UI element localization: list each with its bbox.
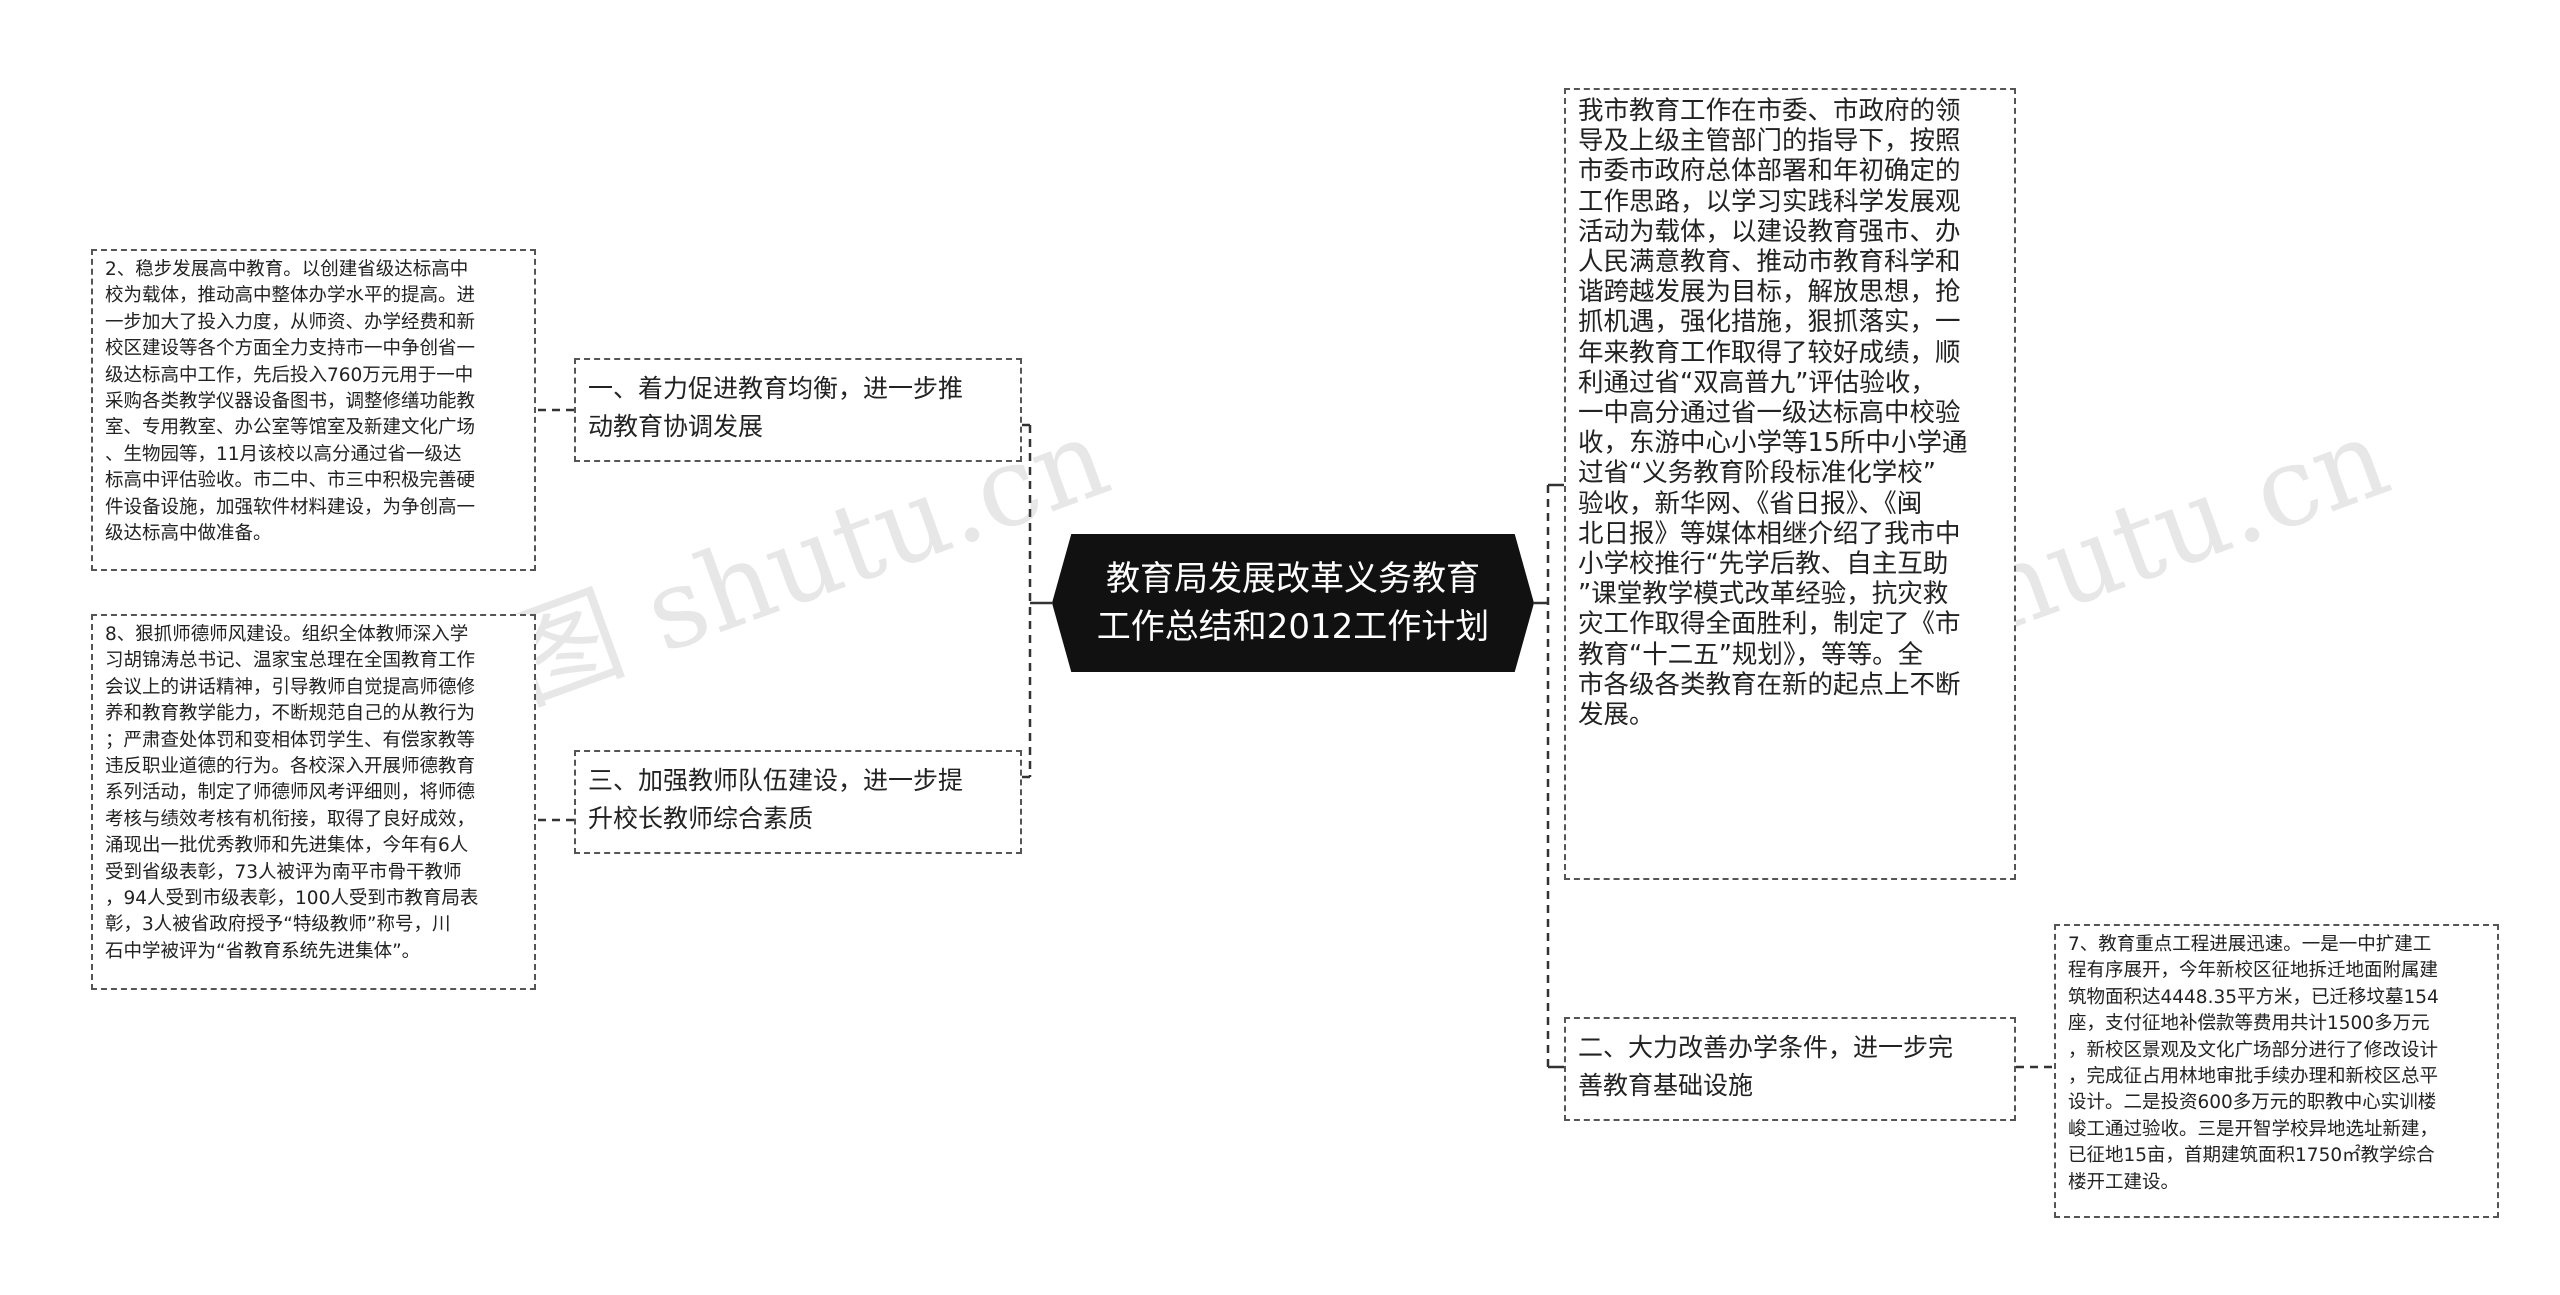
leaf-node-senior-high[interactable]: 2、稳步发展高中教育。以创建省级达标高中 校为载体，推动高中整体办学水平的提高。… <box>91 249 536 571</box>
branch-node-facilities[interactable]: 二、大力改善办学条件，进一步完 善教育基础设施 <box>1564 1017 2016 1121</box>
root-node[interactable]: 教育局发展改革义务教育 工作总结和2012工作计划 <box>1052 534 1534 672</box>
leaf-node-key-projects[interactable]: 7、教育重点工程进展迅速。一是一中扩建工 程有序展开，今年新校区征地拆迁地面附属… <box>2054 924 2499 1218</box>
leaf-node-teacher-ethics[interactable]: 8、狠抓师德师风建设。组织全体教师深入学 习胡锦涛总书记、温家宝总理在全国教育工… <box>91 614 536 990</box>
branch-node-balance[interactable]: 一、着力促进教育均衡，进一步推 动教育协调发展 <box>574 358 1022 462</box>
summary-node[interactable]: 我市教育工作在市委、市政府的领 导及上级主管部门的指导下，按照 市委市政府总体部… <box>1564 88 2016 880</box>
branch-node-teachers[interactable]: 三、加强教师队伍建设，进一步提 升校长教师综合素质 <box>574 750 1022 854</box>
